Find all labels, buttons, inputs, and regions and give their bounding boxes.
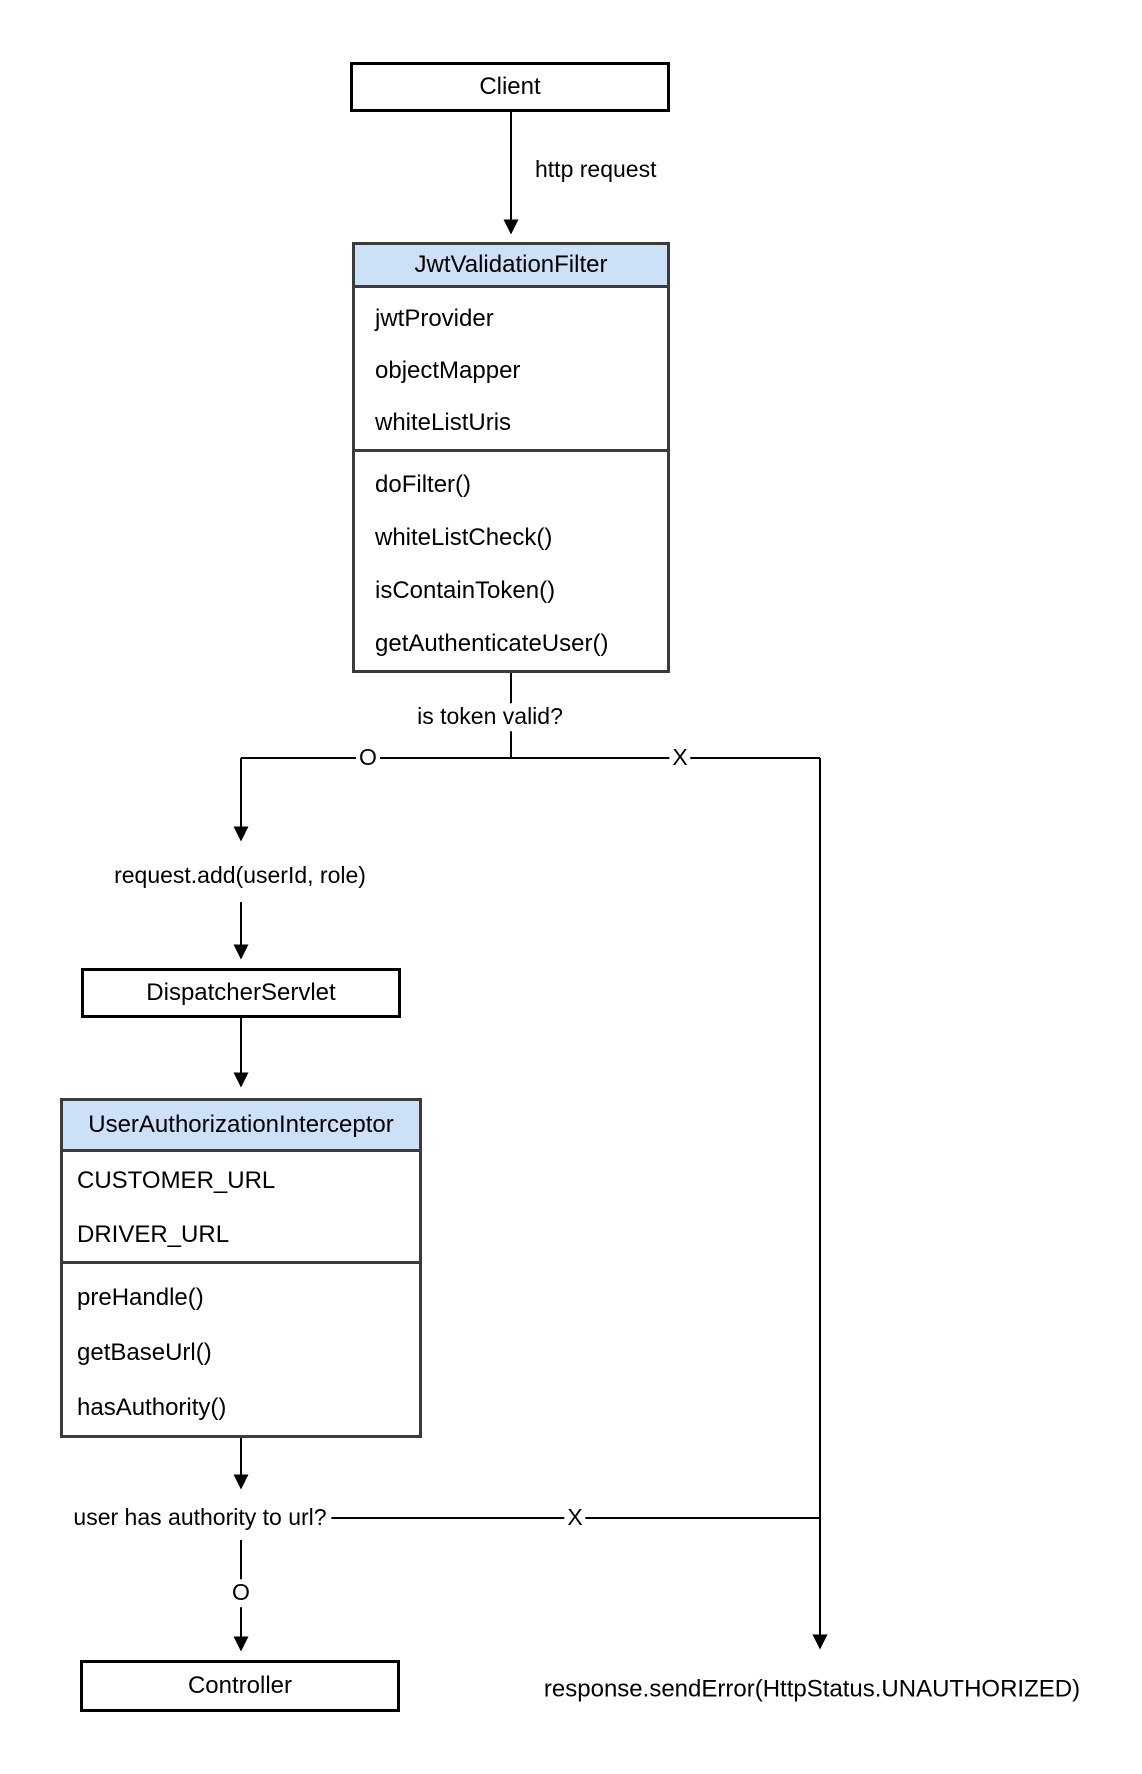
edge-label-user-has-authority: user has authority to url? xyxy=(68,1504,332,1532)
class-jwt-validation-filter: JwtValidationFilter jwtProvider objectMa… xyxy=(352,242,670,673)
class-field: whiteListUris xyxy=(375,409,512,436)
class-method: getBaseUrl() xyxy=(77,1338,212,1366)
class-interceptor-fields: CUSTOMER_URL DRIVER_URL xyxy=(63,1152,419,1264)
class-field: DRIVER_URL xyxy=(77,1221,230,1248)
class-method: whiteListCheck() xyxy=(375,523,553,551)
class-field: jwtProvider xyxy=(375,305,494,332)
class-field: objectMapper xyxy=(375,357,521,384)
node-client-label: Client xyxy=(479,73,541,100)
class-interceptor-methods: preHandle() getBaseUrl() hasAuthority() xyxy=(63,1264,419,1435)
node-controller: Controller xyxy=(80,1660,400,1712)
class-method: doFilter() xyxy=(375,470,472,498)
class-method: preHandle() xyxy=(77,1283,204,1311)
class-method: getAuthenticateUser() xyxy=(375,629,609,657)
class-user-authorization-interceptor: UserAuthorizationInterceptor CUSTOMER_UR… xyxy=(60,1098,422,1438)
class-field: CUSTOMER_URL xyxy=(77,1167,276,1194)
class-jwt-title: JwtValidationFilter xyxy=(355,245,667,288)
class-method: isContainToken() xyxy=(375,576,556,604)
branch-mark-token-valid-no: X xyxy=(669,744,691,772)
class-jwt-methods: doFilter() whiteListCheck() isContainTok… xyxy=(355,452,667,670)
node-controller-label: Controller xyxy=(187,1672,293,1699)
class-interceptor-title: UserAuthorizationInterceptor xyxy=(63,1101,419,1152)
edge-label-http-request: http request xyxy=(530,156,662,184)
edge-label-error-response: response.sendError(HttpStatus.UNAUTHORIZ… xyxy=(538,1675,1086,1705)
edge-label-request-add: request.add(userId, role) xyxy=(109,862,371,890)
node-dispatcher-servlet: DispatcherServlet xyxy=(81,968,401,1018)
node-client: Client xyxy=(350,62,670,112)
class-method: hasAuthority() xyxy=(77,1393,227,1421)
edge-label-is-token-valid: is token valid? xyxy=(412,703,568,731)
class-jwt-fields: jwtProvider objectMapper whiteListUris xyxy=(355,288,667,452)
node-dispatcher-servlet-label: DispatcherServlet xyxy=(146,979,336,1006)
branch-mark-authority-yes: O xyxy=(229,1579,253,1607)
branch-mark-token-valid-yes: O xyxy=(356,744,380,772)
branch-mark-authority-no: X xyxy=(564,1504,586,1532)
